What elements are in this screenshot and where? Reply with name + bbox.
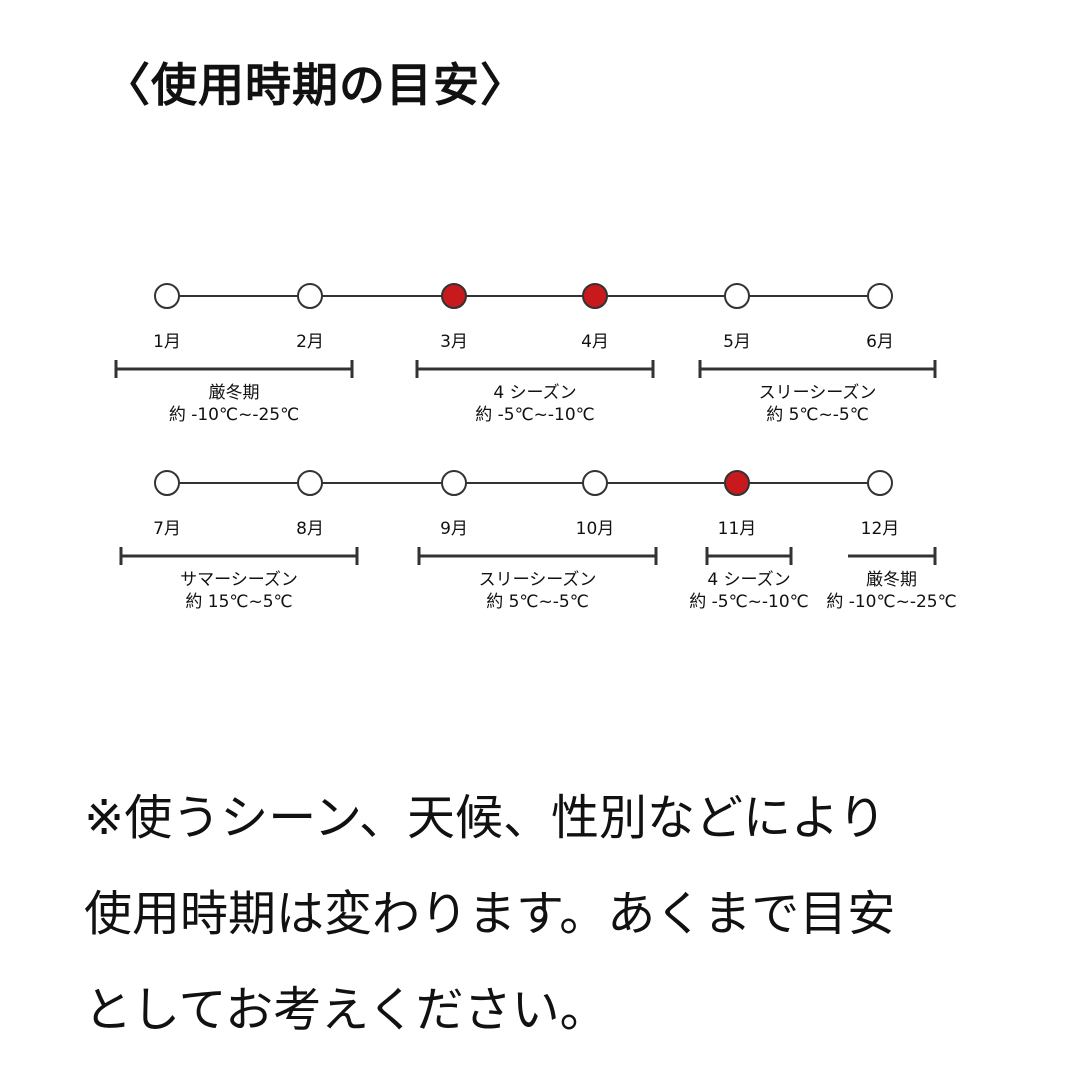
page-title: 〈使用時期の目安〉 <box>104 58 527 112</box>
month-node <box>297 470 323 496</box>
season-temperature: 約 5℃~-5℃ <box>486 592 589 612</box>
season-temperature: 約 -5℃~-10℃ <box>475 405 595 425</box>
month-label: 7月 <box>153 519 181 539</box>
note-line-1: ※使うシーン、天候、性別などにより <box>84 790 886 846</box>
month-node-active <box>441 283 467 309</box>
month-label: 4月 <box>581 332 609 352</box>
month-label: 2月 <box>296 332 324 352</box>
month-label: 1月 <box>153 332 181 352</box>
season-temperature: 約 5℃~-5℃ <box>766 405 869 425</box>
note-line-2: 使用時期は変わります。あくまで目安 <box>84 886 896 942</box>
month-node <box>154 470 180 496</box>
month-node <box>582 470 608 496</box>
month-node <box>441 470 467 496</box>
season-name: 厳冬期 <box>866 570 917 590</box>
month-label: 5月 <box>723 332 751 352</box>
month-label: 9月 <box>440 519 468 539</box>
month-label: 8月 <box>296 519 324 539</box>
season-name: スリーシーズン <box>479 570 597 590</box>
season-name: 厳冬期 <box>209 383 260 403</box>
month-label: 3月 <box>440 332 468 352</box>
month-node <box>867 283 893 309</box>
season-temperature: 約 -10℃~-25℃ <box>826 592 956 612</box>
usage-note: ※使うシーン、天候、性別などにより 使用時期は変わります。あくまで目安 としてお… <box>84 770 1064 1058</box>
season-name: サマーシーズン <box>180 570 298 590</box>
month-node <box>867 470 893 496</box>
month-node-active <box>582 283 608 309</box>
season-temperature: 約 15℃~5℃ <box>185 592 292 612</box>
month-node <box>724 283 750 309</box>
season-name: スリーシーズン <box>759 383 877 403</box>
season-temperature: 約 -5℃~-10℃ <box>689 592 809 612</box>
month-label: 11月 <box>718 519 757 539</box>
month-node <box>154 283 180 309</box>
month-label: 6月 <box>866 332 894 352</box>
season-name: 4 シーズン <box>493 383 576 403</box>
season-name: 4 シーズン <box>707 570 790 590</box>
season-temperature: 約 -10℃~-25℃ <box>169 405 299 425</box>
month-node-active <box>724 470 750 496</box>
note-line-3: としてお考えください。 <box>84 982 608 1038</box>
month-label: 10月 <box>576 519 615 539</box>
month-node <box>297 283 323 309</box>
month-label: 12月 <box>861 519 900 539</box>
